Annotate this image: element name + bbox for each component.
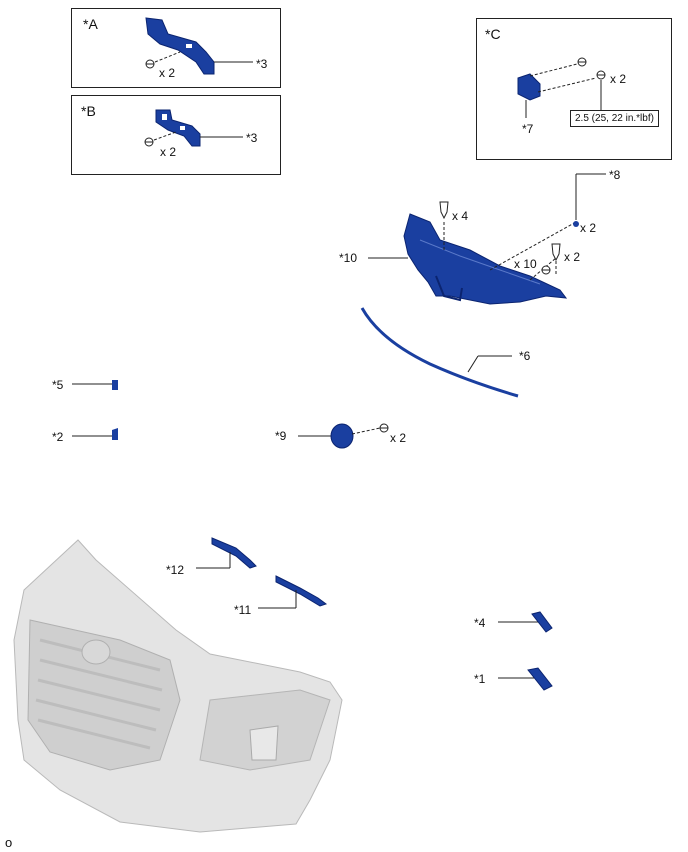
callout-12: *12 bbox=[166, 563, 185, 577]
qty-b: x 2 bbox=[160, 145, 177, 159]
radiator-support-10 bbox=[368, 173, 606, 305]
callout-11: *11 bbox=[234, 603, 252, 617]
screw-icon bbox=[379, 423, 389, 433]
callout-6: *6 bbox=[519, 349, 531, 363]
bolt-icon bbox=[596, 70, 606, 80]
sensor-bracket-7 bbox=[517, 57, 606, 118]
qty-clip2b: x 2 bbox=[564, 250, 581, 264]
reflector-4 bbox=[498, 611, 553, 633]
callout-5: *5 bbox=[52, 378, 64, 392]
callout-3-a: *3 bbox=[256, 57, 268, 71]
clip-icon bbox=[551, 243, 561, 262]
view-label-c: *C bbox=[485, 26, 501, 42]
callout-4: *4 bbox=[474, 616, 486, 630]
callout-2: *2 bbox=[52, 430, 64, 444]
qty-a: x 2 bbox=[159, 66, 176, 80]
screw-icon bbox=[145, 59, 155, 69]
corner-mark: o bbox=[5, 835, 13, 850]
callout-9: *9 bbox=[275, 429, 287, 443]
clip-5 bbox=[72, 380, 118, 390]
molding-12 bbox=[196, 537, 257, 569]
bolt-icon bbox=[577, 57, 587, 67]
reflector-1 bbox=[498, 667, 553, 691]
qty-bolt10: x 10 bbox=[514, 257, 537, 271]
qty-clip2a: x 2 bbox=[580, 221, 597, 235]
molding-11 bbox=[258, 575, 328, 609]
qty-9: x 2 bbox=[390, 431, 407, 445]
view-box-b bbox=[71, 95, 281, 175]
grille-molding-6 bbox=[360, 307, 519, 398]
view-label-a: *A bbox=[83, 16, 98, 32]
torque-spec-box: 2.5 (25, 22 in.*lbf) bbox=[570, 110, 659, 127]
callout-8: *8 bbox=[609, 168, 621, 182]
view-box-c bbox=[476, 18, 672, 160]
callout-1: *1 bbox=[474, 672, 486, 686]
bracket-b bbox=[144, 109, 243, 147]
callout-10: *10 bbox=[339, 251, 358, 265]
qty-clip4: x 4 bbox=[452, 209, 469, 223]
bolt-icon bbox=[541, 265, 551, 275]
cover-9 bbox=[298, 423, 389, 449]
screw-icon bbox=[144, 137, 154, 147]
view-label-b: *B bbox=[81, 103, 96, 119]
qty-c: x 2 bbox=[610, 72, 627, 86]
bracket-a bbox=[145, 17, 253, 75]
clip-2 bbox=[72, 428, 118, 440]
clip-icon bbox=[439, 201, 449, 220]
callout-3-b: *3 bbox=[246, 131, 258, 145]
front-bumper bbox=[13, 539, 343, 833]
callout-7: *7 bbox=[522, 122, 534, 136]
